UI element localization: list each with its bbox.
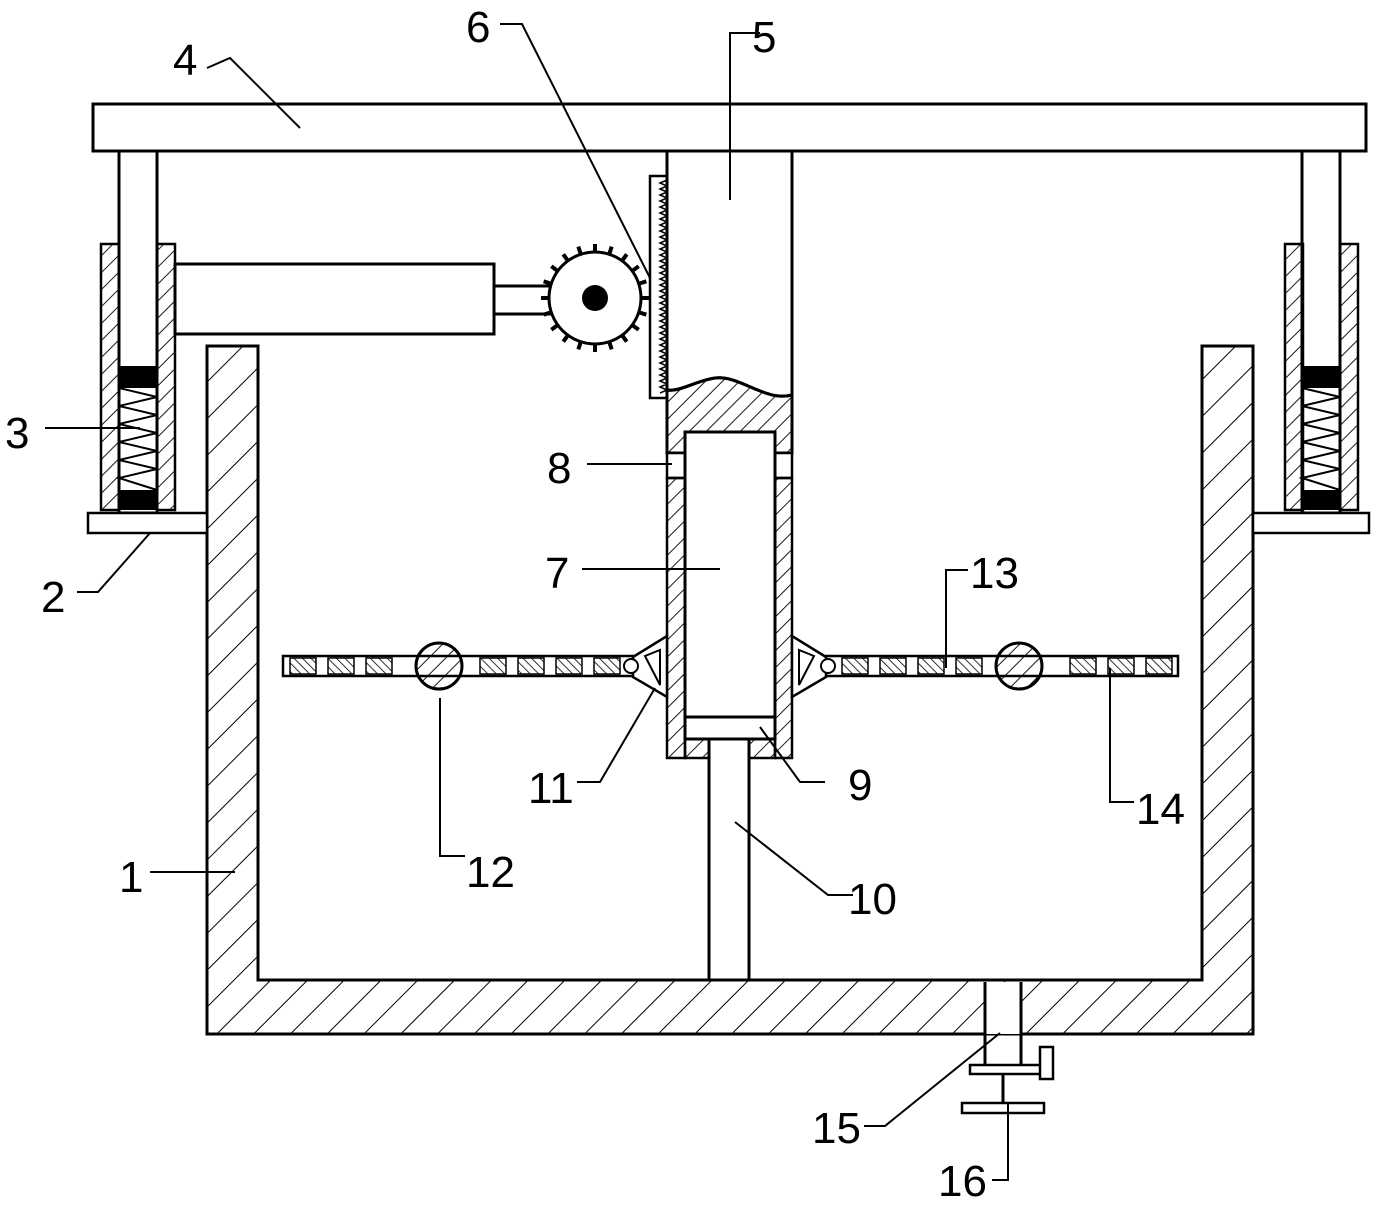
label-4: 4: [173, 36, 197, 85]
label-10: 10: [848, 875, 897, 924]
blade-segment: [955, 657, 983, 675]
left-blade: [281, 633, 669, 700]
blade-segment: [1145, 657, 1173, 675]
label-2: 2: [41, 573, 65, 622]
gear-tooth: [631, 323, 640, 332]
drain-pipe: [983, 982, 1023, 1072]
blade-segment: [327, 657, 355, 675]
label-1: 1: [119, 853, 143, 902]
blade-segment: [555, 657, 583, 675]
blade-segment: [593, 657, 621, 675]
gear-tooth: [638, 310, 647, 317]
gear-tooth: [607, 246, 614, 255]
gear-tooth: [607, 341, 614, 350]
gear-tooth: [576, 341, 583, 350]
label-9: 9: [848, 761, 872, 810]
motor-arm: [173, 262, 592, 336]
gear-tooth: [631, 264, 640, 273]
blade-segment: [365, 657, 393, 675]
gear-tooth: [543, 310, 552, 317]
blade-segment: [1069, 657, 1097, 675]
label-8: 8: [547, 444, 571, 493]
blade-segment: [289, 657, 317, 675]
label-13: 13: [970, 549, 1019, 598]
inner-cylinder: [683, 430, 777, 719]
blade-segment: [1107, 657, 1135, 675]
main-shaft: [665, 149, 794, 455]
gear-tooth: [620, 334, 629, 343]
drain-valve: [960, 1045, 1055, 1115]
blade-segment: [479, 657, 507, 675]
gear-tooth: [561, 253, 570, 262]
label-12: 12: [466, 848, 515, 897]
gear-tooth: [550, 323, 559, 332]
blade-segment: [879, 657, 907, 675]
gear-tooth: [576, 246, 583, 255]
label-11: 11: [528, 764, 574, 813]
blade-segment: [917, 657, 945, 675]
blade-segment: [841, 657, 869, 675]
gear-teeth: [541, 244, 649, 352]
tank-container: [205, 344, 1255, 1036]
part-labels: 1 2 3 4 5 6 7 8 9 10 11 12 13 14 15 16: [5, 3, 1185, 1206]
label-3: 3: [5, 409, 29, 458]
right-support: [1251, 149, 1371, 535]
label-16: 16: [938, 1157, 987, 1206]
label-7: 7: [545, 549, 569, 598]
gear-tooth: [550, 264, 559, 273]
label-14: 14: [1136, 785, 1185, 834]
gear: [541, 244, 649, 352]
right-blade: [790, 633, 1180, 700]
left-support: [86, 149, 209, 535]
gear-tooth: [561, 334, 570, 343]
support-rod: [707, 737, 751, 982]
label-5: 5: [752, 13, 776, 62]
gear-tooth: [543, 279, 552, 286]
gear-tooth: [638, 279, 647, 286]
label-6: 6: [466, 3, 490, 52]
rack: [648, 174, 669, 400]
leader-lines: [45, 23, 1134, 1181]
label-15: 15: [812, 1104, 861, 1153]
gear-tooth: [620, 253, 629, 262]
blade-segment: [517, 657, 545, 675]
